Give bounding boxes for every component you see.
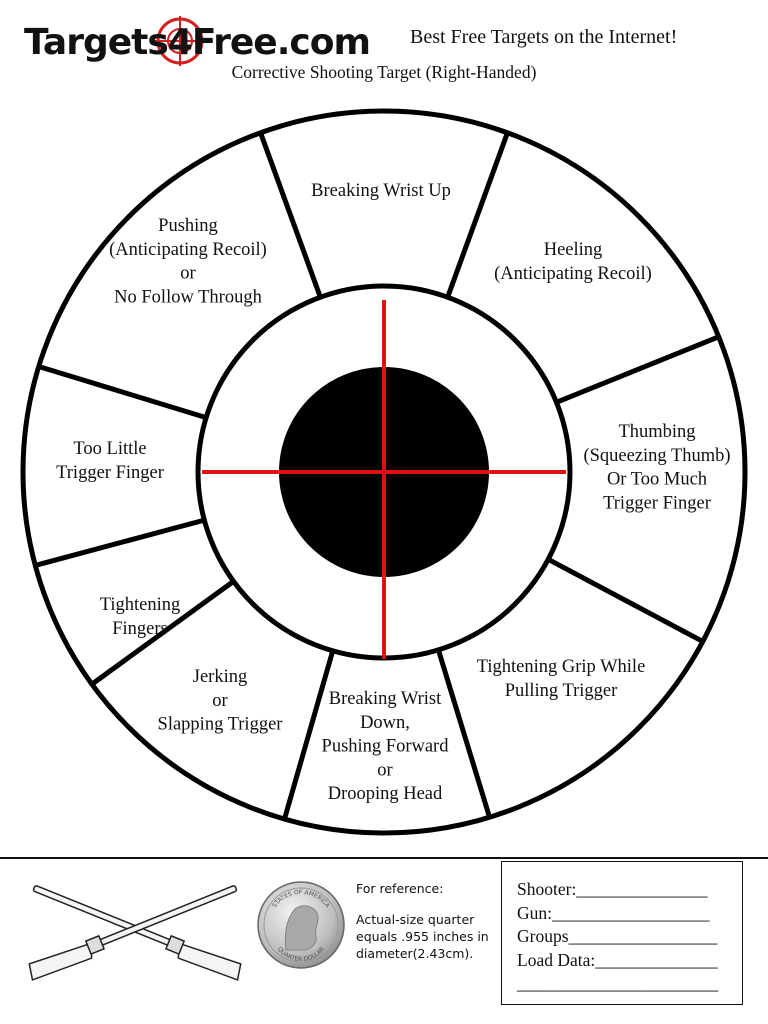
segment-label-line: Trigger Finger: [603, 493, 711, 513]
segment-label-line: Pulling Trigger: [505, 681, 618, 701]
segment-label-line: Tightening: [100, 595, 181, 615]
segment-divider: [34, 517, 205, 568]
gun-field: Gun:__________________: [517, 902, 710, 923]
segment-divider: [258, 131, 323, 299]
segment-divider: [547, 557, 704, 644]
crossed-rifles-icon: [28, 885, 242, 981]
segment-label-line: Down,: [360, 713, 410, 733]
segment-label-line: Drooping Head: [328, 784, 443, 804]
segment-label-line: Trigger Finger: [56, 463, 164, 483]
quarter-coin-icon: STATES OF AMERICA QUARTER DOLLAR: [257, 881, 345, 969]
shooter-field: Shooter:_______________: [517, 879, 708, 899]
extra-blank-field: _______________________: [517, 973, 719, 993]
segment-label-line: Jerking: [193, 667, 247, 687]
segment-label-line: or: [180, 264, 195, 284]
segment-label-line: or: [212, 691, 227, 711]
segment-label-line: Fingers: [112, 619, 168, 639]
segment-divider: [445, 131, 510, 299]
segment-label-line: Or Too Much: [607, 470, 707, 490]
segment-label-line: Heeling: [544, 240, 603, 260]
page-title: Corrective Shooting Target (Right-Handed…: [231, 62, 537, 82]
segment-label-breaking-wrist-up: Breaking Wrist Up: [311, 181, 451, 201]
segment-divider: [38, 364, 207, 421]
segment-label-line: or: [377, 760, 392, 780]
reference-heading: For reference:: [356, 881, 444, 896]
targets4free-logo: Targets4Free.com: [24, 16, 371, 66]
segment-label-line: Tightening Grip While: [477, 657, 646, 677]
shooter-log-box: Shooter:_______________ Gun:____________…: [501, 861, 743, 1005]
segment-label-line: No Follow Through: [114, 287, 262, 307]
footer-divider: [0, 857, 768, 859]
outer-ring: [20, 108, 748, 836]
segment-label-line: Pushing: [158, 216, 218, 236]
logo-text: Targets4Free.com: [24, 22, 370, 63]
reference-text: Actual-size quarter equals .955 inches i…: [356, 912, 489, 961]
segment-label-line: Breaking Wrist: [329, 689, 442, 709]
tagline: Best Free Targets on the Internet!: [410, 26, 678, 48]
segment-label-line: (Anticipating Recoil): [109, 240, 267, 260]
segment-divider: [282, 650, 336, 820]
segment-label-line: (Anticipating Recoil): [494, 264, 652, 284]
segment-label-line: Thumbing: [618, 422, 695, 442]
segment-label-line: Pushing Forward: [322, 737, 450, 757]
segment-divider: [435, 649, 492, 818]
corrective-target: Breaking Wrist Up Heeling (Anticipating Re…: [20, 108, 748, 836]
groups-field: Groups_________________: [517, 926, 718, 946]
load-data-field: Load Data:______________: [517, 949, 718, 970]
segment-label-heeling: Heeling (Anticipating Recoil): [494, 240, 652, 284]
segment-divider: [555, 334, 720, 405]
segment-label-line: Slapping Trigger: [158, 715, 283, 735]
segment-label-pushing: Pushing (Anticipating Recoil) or No Follow …: [109, 216, 267, 307]
reference-note: For reference: Actual-size quarter equal…: [356, 880, 504, 962]
segment-divider: [90, 579, 235, 687]
segment-label-line: Too Little: [73, 439, 146, 459]
segment-label-line: (Squeezing Thumb): [583, 446, 730, 466]
segment-label-line: Breaking Wrist Up: [311, 181, 451, 201]
